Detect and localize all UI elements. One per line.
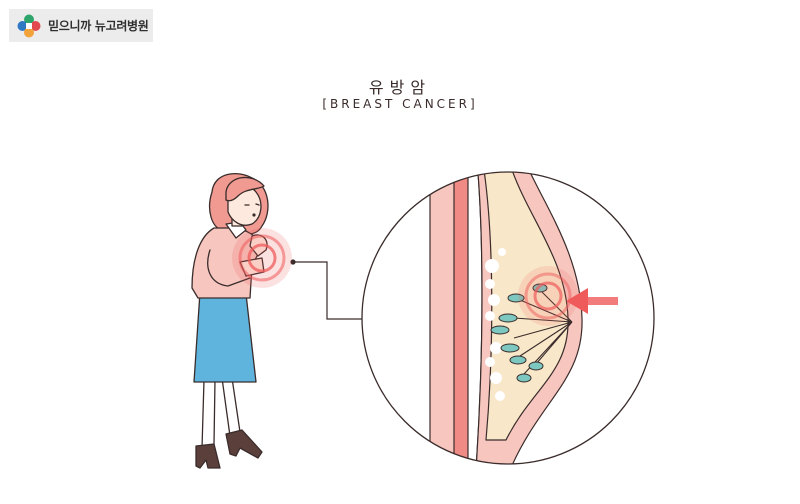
connector-line [290,259,362,320]
page-subtitle: [BREAST CANCER] [322,97,478,111]
hospital-logo[interactable]: 믿으니까 뉴고려병원 [9,9,153,42]
breast-cross-section-icon [361,171,655,465]
page-title: 유방암 [368,78,432,97]
hospital-cross-logo-icon [17,14,41,37]
pain-indicator [232,228,292,288]
woman-holding-chest-icon [191,172,269,469]
red-arrow-icon [566,288,618,314]
hospital-name: 믿으니까 뉴고려병원 [48,19,149,33]
